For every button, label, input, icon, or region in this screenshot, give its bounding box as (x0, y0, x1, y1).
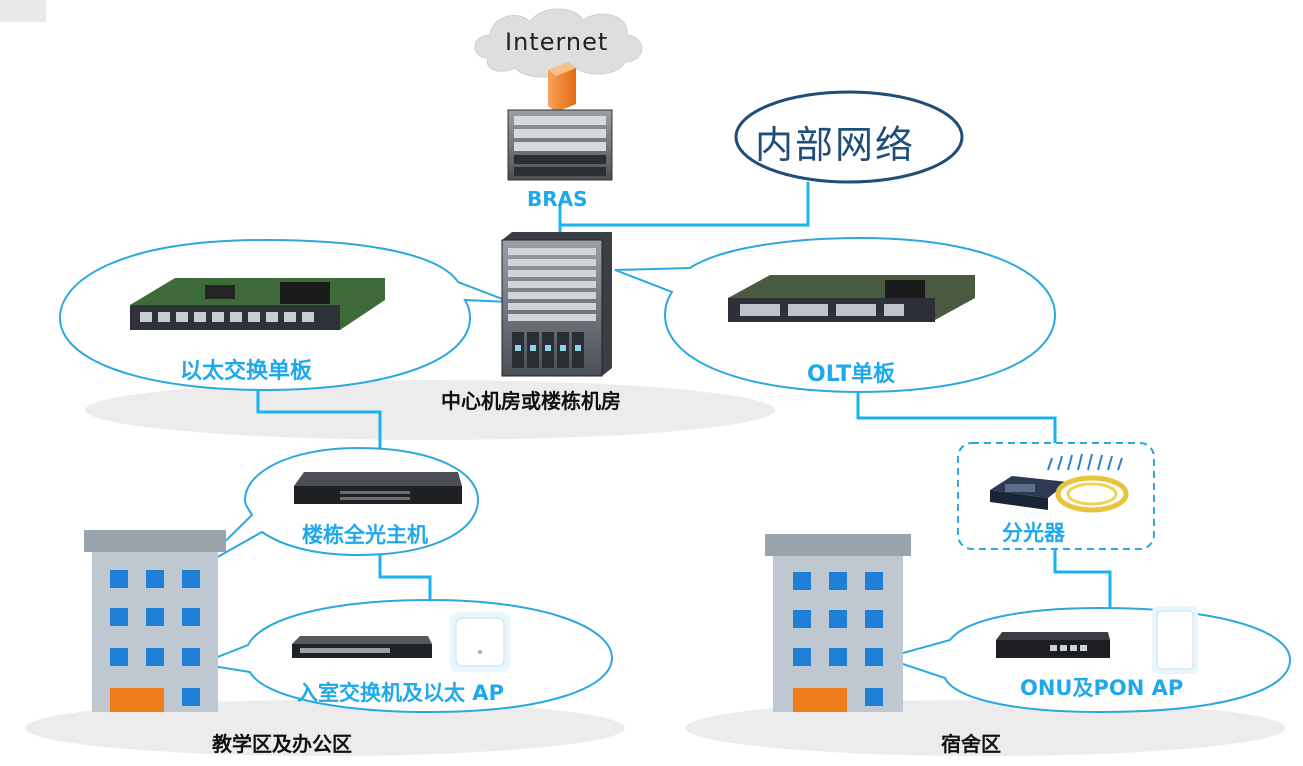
link-eth-bldg (256, 388, 382, 450)
access-point-icon (450, 612, 510, 672)
links (256, 182, 1112, 610)
teach-shadow (25, 700, 625, 756)
ethernet-board-label: 以太交换单板 (180, 359, 313, 384)
firewall-icon (548, 62, 576, 112)
teaching-area-label: 教学区及办公区 (212, 732, 352, 756)
dorm-shadow (685, 700, 1285, 756)
link-bldg-room (378, 555, 432, 600)
link-olt-splitter (856, 392, 1057, 444)
internet-label: Internet (505, 28, 609, 56)
core-switch-chassis-icon (501, 232, 612, 377)
building-switch-label: 楼栋全光主机 (302, 523, 428, 547)
switch-icon (294, 472, 462, 504)
bubble-building-switch (197, 446, 480, 569)
cloud-icon (474, 8, 643, 78)
olt-board-label: OLT单板 (807, 362, 896, 387)
switch-icon (292, 636, 432, 658)
core-shadow (85, 380, 775, 440)
core-room-label: 中心机房或楼栋机房 (441, 389, 621, 413)
building-icon (765, 534, 911, 712)
onu-icon (996, 632, 1110, 658)
internal-network-label: 内部网络 (755, 123, 916, 167)
link-splitter-onu (1053, 550, 1112, 610)
splitter-icon (990, 453, 1129, 513)
internal-network-cloud (734, 90, 964, 184)
dorm-area-label: 宿舍区 (941, 732, 1001, 756)
bras-label: BRAS (527, 187, 588, 211)
room-switch-ap-label: 入室交换机及以太 AP (297, 681, 504, 705)
corner-mark (0, 0, 46, 22)
line-card-icon (728, 275, 975, 322)
router-chassis-icon (507, 109, 613, 181)
access-point-icon (1152, 606, 1198, 674)
link-internal (560, 182, 810, 227)
line-card-icon (130, 278, 385, 330)
splitter-label: 分光器 (1002, 521, 1065, 545)
onu-pon-ap-label: ONU及PON AP (1020, 676, 1184, 700)
building-icon (84, 530, 226, 712)
